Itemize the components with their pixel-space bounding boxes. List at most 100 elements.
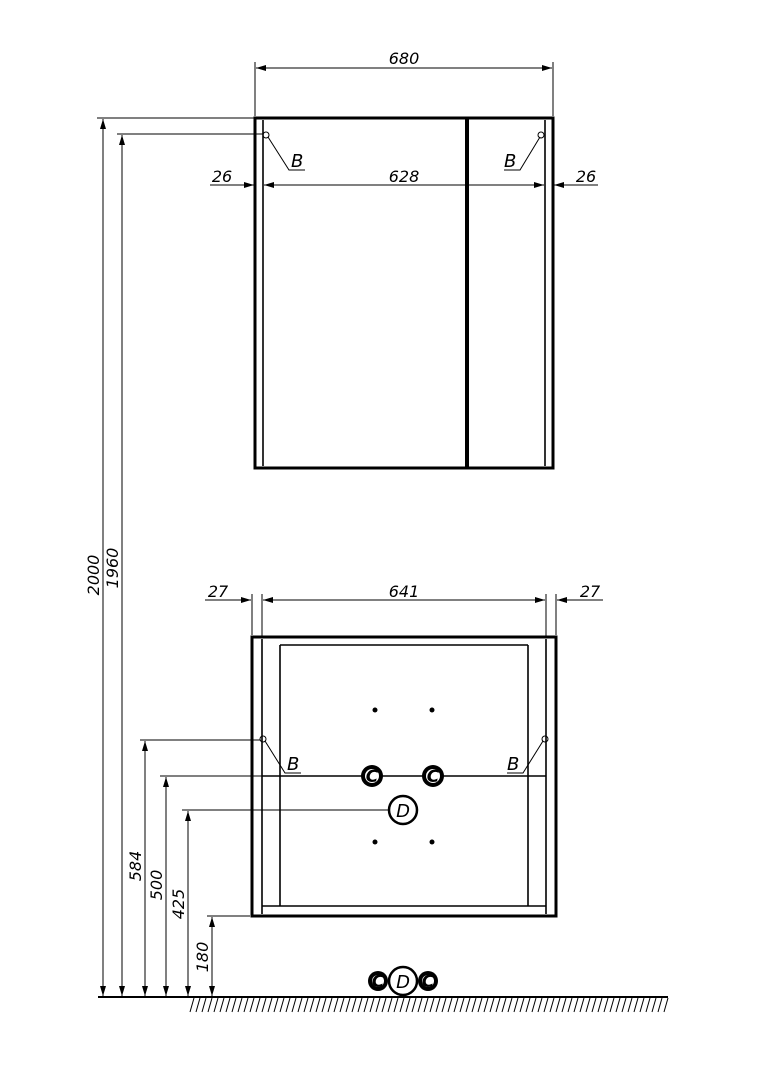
- base-drain-label: D: [396, 801, 410, 822]
- hatch-stroke: [597, 997, 603, 1013]
- hatch-stroke: [303, 997, 309, 1013]
- hatch-stroke: [591, 997, 597, 1013]
- mirror-inner-width-label: 628: [389, 167, 420, 186]
- hatch-stroke: [567, 997, 573, 1013]
- hatch-stroke: [585, 997, 591, 1013]
- mirror-mount-label-left: B: [291, 151, 303, 172]
- mirror-width-dimension: 680: [254, 49, 554, 116]
- base-width-dimension: 27 641 27: [205, 582, 603, 637]
- floor-pipe-right: C: [418, 971, 438, 992]
- hatch-stroke: [243, 997, 249, 1013]
- hatch-stroke: [291, 997, 297, 1013]
- hatch-stroke: [603, 997, 609, 1013]
- hatch-stroke: [345, 997, 351, 1013]
- hatch-stroke: [483, 997, 489, 1013]
- hatch-stroke: [375, 997, 381, 1013]
- height-mirror-mount-label: 1960: [103, 548, 122, 589]
- floor-pipe-label-right: C: [422, 972, 435, 992]
- hatch-stroke: [309, 997, 315, 1013]
- hatch-stroke: [213, 997, 219, 1013]
- hatch-stroke: [579, 997, 585, 1013]
- hatch-stroke: [615, 997, 621, 1013]
- mirror-cabinet: [253, 116, 555, 470]
- hatch-stroke: [333, 997, 339, 1013]
- base-drain: D: [387, 794, 419, 826]
- hatch-stroke: [411, 997, 417, 1013]
- hatch-stroke: [321, 997, 327, 1013]
- hatch-stroke: [393, 997, 399, 1013]
- base-pipe-label-right: C: [427, 767, 440, 787]
- hatch-stroke: [489, 997, 495, 1013]
- hatch-stroke: [279, 997, 285, 1013]
- base-hole-top-right: [429, 707, 435, 713]
- hatch-stroke: [513, 997, 519, 1013]
- hatch-stroke: [273, 997, 279, 1013]
- hatch-stroke: [507, 997, 513, 1013]
- base-side-right-label: 27: [580, 582, 601, 601]
- hatch-stroke: [555, 997, 561, 1013]
- hatch-stroke: [225, 997, 231, 1013]
- hatch-stroke: [465, 997, 471, 1013]
- base-pipe-right: C: [422, 765, 444, 787]
- hatch-stroke: [255, 997, 261, 1013]
- hatch-stroke: [435, 997, 441, 1013]
- hatch-stroke: [501, 997, 507, 1013]
- hatch-stroke: [429, 997, 435, 1013]
- mirror-width-label: 680: [389, 49, 420, 68]
- hatch-stroke: [261, 997, 267, 1013]
- hatch-stroke: [657, 997, 663, 1013]
- base-cabinet: [250, 635, 558, 918]
- hatch-stroke: [231, 997, 237, 1013]
- mirror-mount-point-right: [537, 131, 545, 139]
- hatch-stroke: [627, 997, 633, 1013]
- hatch-stroke: [195, 997, 201, 1013]
- floor-drain: D: [387, 965, 419, 997]
- hatch-stroke: [405, 997, 411, 1013]
- floor-connections: C C D: [368, 965, 438, 997]
- hatch-stroke: [645, 997, 651, 1013]
- hatch-stroke: [531, 997, 537, 1013]
- hatch-stroke: [561, 997, 567, 1013]
- hatch-stroke: [573, 997, 579, 1013]
- floor-pipe-label-left: C: [372, 972, 385, 992]
- hatch-stroke: [387, 997, 393, 1013]
- base-hole-top-left: [372, 707, 378, 713]
- mirror-inner-dimension: 26 628 26: [210, 167, 598, 188]
- hatch-stroke: [537, 997, 543, 1013]
- base-mount-label-right: B: [507, 754, 519, 775]
- hatch-stroke: [285, 997, 291, 1013]
- floor-pipe-left: C: [368, 971, 388, 992]
- hatch-stroke: [423, 997, 429, 1013]
- hatch-stroke: [357, 997, 363, 1013]
- height-total-label: 2000: [84, 555, 103, 596]
- base-mount-point-right: [541, 735, 549, 743]
- mirror-mount-callouts: B B: [267, 136, 541, 172]
- hatch-stroke: [381, 997, 387, 1013]
- hatch-stroke: [651, 997, 657, 1013]
- hatch-stroke: [297, 997, 303, 1013]
- hatch-stroke: [459, 997, 465, 1013]
- base-pipe-left: C: [361, 765, 383, 787]
- hatch-stroke: [549, 997, 555, 1013]
- hatch-stroke: [471, 997, 477, 1013]
- hatch-stroke: [633, 997, 639, 1013]
- hatch-stroke: [369, 997, 375, 1013]
- hatch-stroke: [477, 997, 483, 1013]
- base-inner-width-label: 641: [389, 582, 420, 601]
- hatch-stroke: [543, 997, 549, 1013]
- hatch-stroke: [441, 997, 447, 1013]
- base-hole-bottom-right: [429, 839, 435, 845]
- base-mount-label-left: B: [287, 754, 299, 775]
- height-dimensions: 2000 1960 584 500 425 180: [84, 117, 389, 996]
- hatch-stroke: [621, 997, 627, 1013]
- floor: [98, 996, 669, 1013]
- hatch-stroke: [201, 997, 207, 1013]
- mirror-side-right-label: 26: [576, 167, 596, 186]
- hatch-stroke: [519, 997, 525, 1013]
- hatch-stroke: [363, 997, 369, 1013]
- height-base-bottom-label: 180: [193, 942, 212, 973]
- hatch-stroke: [495, 997, 501, 1013]
- base-mount-callouts: B B: [264, 740, 544, 775]
- mirror-door-divider: [465, 118, 469, 468]
